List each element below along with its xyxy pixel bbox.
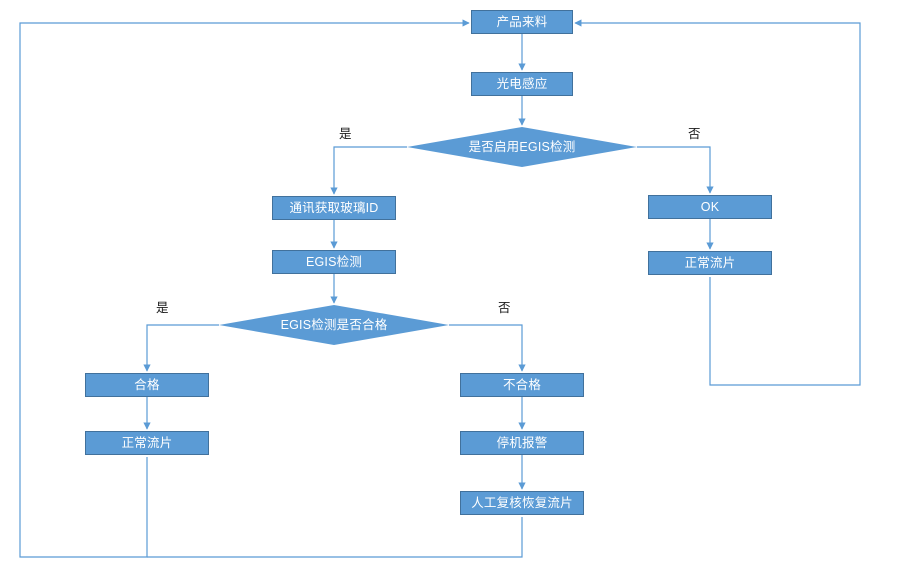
edge-normal-right-loop-to-start bbox=[574, 19, 861, 386]
node-qualified[interactable]: 合格 bbox=[85, 373, 209, 397]
node-label: 正常流片 bbox=[121, 435, 173, 450]
edge-decision-pass-yes bbox=[143, 324, 219, 372]
node-label: 停机报警 bbox=[496, 435, 548, 450]
node-label: 合格 bbox=[134, 377, 160, 392]
node-photoelectric-sensing[interactable]: 光电感应 bbox=[471, 72, 573, 96]
edge-label-enable-no: 否 bbox=[688, 127, 701, 141]
edge-manual-loop-to-bottom-rail bbox=[147, 517, 523, 558]
node-label: OK bbox=[700, 199, 720, 214]
edge-label-enable-yes: 是 bbox=[339, 127, 352, 141]
node-label: 正常流片 bbox=[684, 255, 736, 270]
edge-label-pass-yes: 是 bbox=[156, 301, 169, 315]
node-ok[interactable]: OK bbox=[648, 195, 772, 219]
node-normal-flow-right[interactable]: 正常流片 bbox=[648, 251, 772, 275]
node-manual-review-resume[interactable]: 人工复核恢复流片 bbox=[460, 491, 584, 515]
node-decision-enable-egis[interactable]: 是否启用EGIS检测 bbox=[407, 127, 637, 167]
node-label: 产品来料 bbox=[496, 14, 548, 29]
edge-label-pass-no: 否 bbox=[498, 301, 511, 315]
node-normal-flow-left[interactable]: 正常流片 bbox=[85, 431, 209, 455]
node-label: 光电感应 bbox=[496, 76, 548, 91]
node-label: 不合格 bbox=[502, 377, 542, 392]
node-get-glass-id[interactable]: 通讯获取玻璃ID bbox=[272, 196, 396, 220]
node-label: EGIS检测是否合格 bbox=[280, 317, 388, 332]
node-unqualified[interactable]: 不合格 bbox=[460, 373, 584, 397]
edge-decision-pass-no bbox=[449, 324, 526, 372]
edge-decision-enable-yes bbox=[330, 146, 407, 195]
node-label: 人工复核恢复流片 bbox=[471, 495, 573, 510]
node-egis-detection[interactable]: EGIS检测 bbox=[272, 250, 396, 274]
node-label: 是否启用EGIS检测 bbox=[468, 139, 576, 154]
node-stop-alarm[interactable]: 停机报警 bbox=[460, 431, 584, 455]
edge-normal-left-loop-to-start bbox=[19, 19, 470, 558]
node-decision-egis-pass[interactable]: EGIS检测是否合格 bbox=[219, 305, 449, 345]
node-label: 通讯获取玻璃ID bbox=[289, 200, 379, 215]
node-label: EGIS检测 bbox=[305, 254, 363, 269]
edge-decision-enable-no bbox=[637, 146, 714, 194]
node-product-incoming[interactable]: 产品来料 bbox=[471, 10, 573, 34]
